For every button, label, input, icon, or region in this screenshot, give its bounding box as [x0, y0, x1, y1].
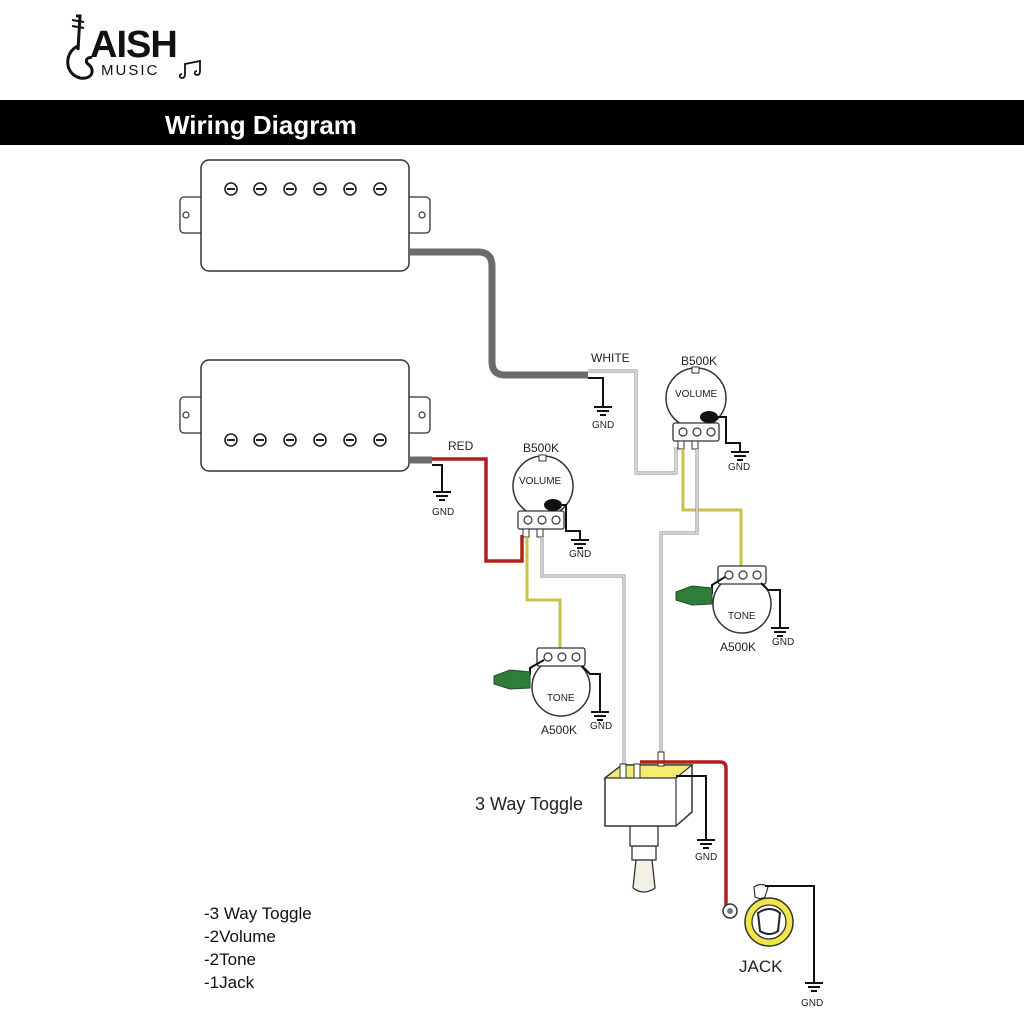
red-wire	[432, 457, 524, 563]
neck-tone-value-label: A500K	[720, 640, 756, 654]
neck-volume-value-label: B500K	[681, 354, 717, 368]
neck-tone-pot	[712, 565, 772, 634]
neck-pickup-cable	[410, 248, 588, 379]
gnd-label-neck-shield: GND	[592, 420, 614, 431]
bridge-tone-pot	[531, 647, 591, 717]
brand-name: AISH	[90, 24, 178, 66]
gnd-label-jack: GND	[801, 998, 823, 1009]
neck-volume-label: VOLUME	[675, 389, 718, 400]
neck-volume-pot	[665, 366, 727, 450]
neck-tone-label: TONE	[728, 611, 756, 622]
brand-subtitle: MUSIC	[101, 62, 160, 79]
bridge-tone-wire	[525, 537, 562, 648]
white-wire-label: WHITE	[591, 351, 630, 365]
three-way-toggle	[603, 751, 694, 893]
bridge-volume-to-toggle-wire	[541, 537, 625, 765]
gnd-label-neck-volume: GND	[728, 462, 750, 473]
parts-list-item-jack: -1Jack	[204, 973, 255, 992]
bridge-volume-label: VOLUME	[519, 476, 562, 487]
neck-tone-wire	[681, 449, 743, 566]
gnd-label-toggle: GND	[695, 852, 717, 863]
bridge-volume-value-label: B500K	[523, 441, 559, 455]
bridge-volume-pot	[512, 454, 574, 538]
music-note-icon	[178, 59, 201, 79]
gnd-label-bridge-shield: GND	[432, 507, 454, 518]
gnd-label-bridge-tone: GND	[590, 721, 612, 732]
jack-label: JACK	[739, 957, 783, 976]
red-wire-label: RED	[448, 439, 474, 453]
parts-list: -3 Way Toggle -2Volume -2Tone -1Jack	[204, 902, 312, 994]
output-jack	[722, 883, 794, 947]
parts-list-item-volume: -2Volume	[204, 927, 276, 946]
page-title: Wiring Diagram	[165, 110, 357, 140]
gnd-label-bridge-volume: GND	[569, 549, 591, 560]
output-red-wire	[640, 760, 728, 910]
bridge-tone-capacitor	[493, 669, 531, 690]
bridge-tone-label: TONE	[547, 693, 575, 704]
title-bar	[0, 100, 1024, 145]
neck-pickup	[179, 159, 431, 272]
gnd-label-neck-tone: GND	[772, 637, 794, 648]
guitar-icon	[66, 14, 94, 80]
neck-volume-to-toggle-wire	[660, 449, 698, 765]
parts-list-item-tone: -2Tone	[204, 950, 256, 969]
neck-tone-capacitor	[675, 585, 713, 606]
bridge-pickup	[179, 359, 431, 472]
brand-logo: AISH MUSIC	[58, 12, 218, 84]
bridge-tone-value-label: A500K	[541, 723, 577, 737]
parts-list-item-toggle: -3 Way Toggle	[204, 904, 312, 923]
white-wire	[588, 370, 677, 474]
toggle-label: 3 Way Toggle	[475, 794, 583, 814]
